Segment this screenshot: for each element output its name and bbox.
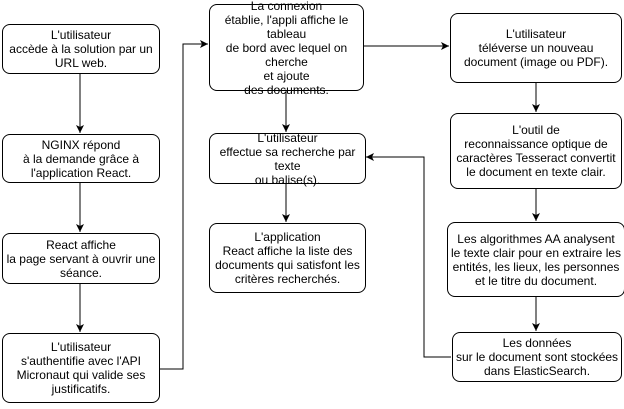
node-authentication-text: L'utilisateur s'authentifie avec l'API M… bbox=[16, 340, 146, 396]
node-elasticsearch-text: Les données sur le document sont stockée… bbox=[455, 336, 619, 378]
node-dashboard: La connexion établie, l'appli affiche le… bbox=[209, 0, 364, 97]
arrow-n4-to-n5 bbox=[160, 40, 208, 370]
node-upload: L'utilisateur téléverse un nouveau docum… bbox=[450, 13, 622, 83]
node-dashboard-text: La connexion établie, l'appli affiche le… bbox=[224, 0, 349, 97]
node-nginx-response: NGINX répond à la demande grâce à l'appl… bbox=[2, 134, 160, 183]
arrow-n11-to-n6 bbox=[366, 153, 451, 358]
node-ai-analysis: Les algorithmes AA analysent le texte cl… bbox=[447, 222, 624, 297]
node-access-url-text: L'utilisateur accède à la solution par u… bbox=[9, 28, 153, 70]
node-search-text: L'utilisateur effectue sa recherche par … bbox=[219, 130, 356, 187]
node-ai-analysis-text: Les algorithmes AA analysent le texte cl… bbox=[450, 231, 622, 288]
node-authentication: L'utilisateur s'authentifie avec l'API M… bbox=[2, 333, 160, 403]
node-upload-text: L'utilisateur téléverse un nouveau docum… bbox=[463, 27, 609, 69]
node-results-list-text: L'application React affiche la liste des… bbox=[215, 230, 360, 286]
node-react-login-page: React affiche la page servant à ouvrir u… bbox=[2, 233, 160, 284]
node-search: L'utilisateur effectue sa recherche par … bbox=[209, 130, 366, 187]
node-access-url: L'utilisateur accède à la solution par u… bbox=[2, 24, 160, 74]
node-ocr: L'outil de reconnaissance optique de car… bbox=[450, 113, 622, 189]
node-elasticsearch: Les données sur le document sont stockée… bbox=[452, 332, 622, 382]
node-nginx-response-text: NGINX répond à la demande grâce à l'appl… bbox=[22, 137, 140, 180]
node-results-list: L'application React affiche la liste des… bbox=[209, 223, 366, 293]
node-ocr-text: L'outil de reconnaissance optique de car… bbox=[456, 123, 616, 179]
node-react-login-page-text: React affiche la page servant à ouvrir u… bbox=[6, 237, 156, 280]
